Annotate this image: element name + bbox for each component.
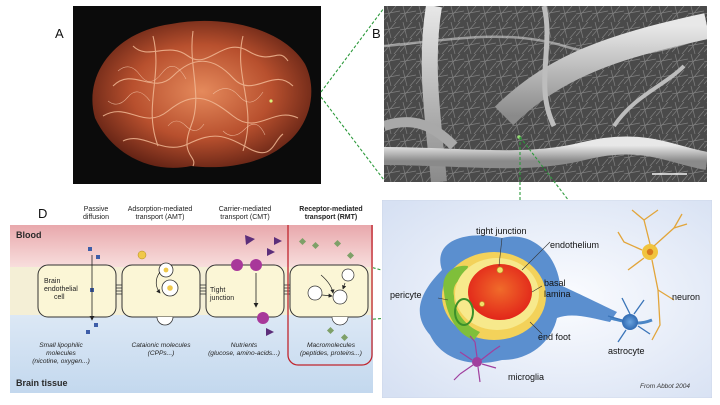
label-pericyte: pericyte bbox=[390, 290, 422, 300]
molecule-label-cmt-line1: Nutrients bbox=[230, 342, 258, 349]
tight-junction-label-line1: Tight bbox=[210, 287, 226, 294]
molecule-label-passive: Small lipophilic molecules (nicotine, ox… bbox=[14, 342, 108, 366]
molecule-label-amt-line1: Cataionic molecules bbox=[131, 342, 191, 349]
molecule-label-rmt-line1: Macromolecules bbox=[306, 342, 355, 349]
brain-tissue-label: Brain tissue bbox=[16, 378, 68, 388]
tight-junction-label: Tight junction bbox=[210, 287, 234, 303]
panel-label-d: D bbox=[38, 206, 48, 221]
column-header-cmt-line2: transport (CMT) bbox=[220, 214, 270, 221]
molecule-label-amt-line2: (CPPs...) bbox=[147, 350, 175, 357]
column-header-cmt: Carrier-mediated transport (CMT) bbox=[205, 206, 285, 222]
column-header-rmt-line1: Receptor-mediated bbox=[299, 206, 363, 213]
panel-label-b: B bbox=[372, 26, 381, 41]
column-header-passive-line1: Passive bbox=[83, 206, 109, 213]
column-header-amt: Adsorption-mediated transport (AMT) bbox=[115, 206, 205, 222]
label-neuron: neuron bbox=[672, 292, 701, 302]
endothelial-cell-label: Brain endothelial cell bbox=[44, 278, 78, 302]
brain-vasculature-image bbox=[73, 6, 321, 184]
column-header-passive: Passive diffusion bbox=[68, 206, 124, 222]
label-endothelium: endothelium bbox=[550, 240, 600, 250]
transport-diagram: Blood Brain tissue Brain endothelial cel… bbox=[10, 225, 373, 393]
label-tight-junction: tight junction bbox=[476, 226, 527, 236]
column-header-amt-line1: Adsorption-mediated bbox=[127, 206, 193, 213]
molecule-label-cmt-line2: (glucose, amino-acids...) bbox=[208, 350, 280, 357]
panel-label-a: A bbox=[55, 26, 64, 41]
label-basal: basal bbox=[544, 278, 566, 288]
sem-micrograph-image bbox=[384, 6, 707, 182]
column-header-passive-line2: diffusion bbox=[83, 214, 109, 221]
molecule-label-rmt: Macromolecules (peptides, proteins...) bbox=[290, 342, 372, 358]
endothelial-cell-label-line3: cell bbox=[54, 294, 65, 301]
label-microglia: microglia bbox=[508, 372, 545, 382]
blood-label: Blood bbox=[16, 230, 42, 240]
label-astrocyte: astrocyte bbox=[608, 346, 645, 356]
column-header-rmt: Receptor-mediated transport (RMT) bbox=[290, 206, 372, 222]
tight-junction-label-line2: junction bbox=[210, 295, 235, 302]
column-header-amt-line2: transport (AMT) bbox=[135, 214, 185, 221]
molecule-label-passive-line2: molecules bbox=[46, 350, 76, 357]
endothelial-cell-label-line2: endothelial bbox=[44, 286, 78, 293]
label-end-foot: end foot bbox=[538, 332, 571, 342]
column-header-rmt-line2: transport (RMT) bbox=[304, 214, 358, 221]
transport-diagram-art bbox=[10, 225, 373, 393]
column-header-cmt-line1: Carrier-mediated bbox=[218, 206, 272, 213]
neurovascular-unit-art bbox=[382, 200, 712, 398]
molecule-label-passive-line3: (nicotine, oxygen...) bbox=[32, 358, 90, 365]
endothelial-cell-label-line1: Brain bbox=[44, 278, 61, 285]
figure-credit: From Abbot 2004 bbox=[640, 383, 690, 390]
molecule-label-passive-line1: Small lipophilic bbox=[39, 342, 83, 349]
neurovascular-unit: tight junction endothelium basal lamina … bbox=[382, 200, 712, 398]
label-lamina: lamina bbox=[544, 289, 571, 299]
molecule-label-cmt: Nutrients (glucose, amino-acids...) bbox=[198, 342, 290, 358]
molecule-label-rmt-line2: (peptides, proteins...) bbox=[300, 350, 362, 357]
molecule-label-amt: Cataionic molecules (CPPs...) bbox=[116, 342, 206, 358]
